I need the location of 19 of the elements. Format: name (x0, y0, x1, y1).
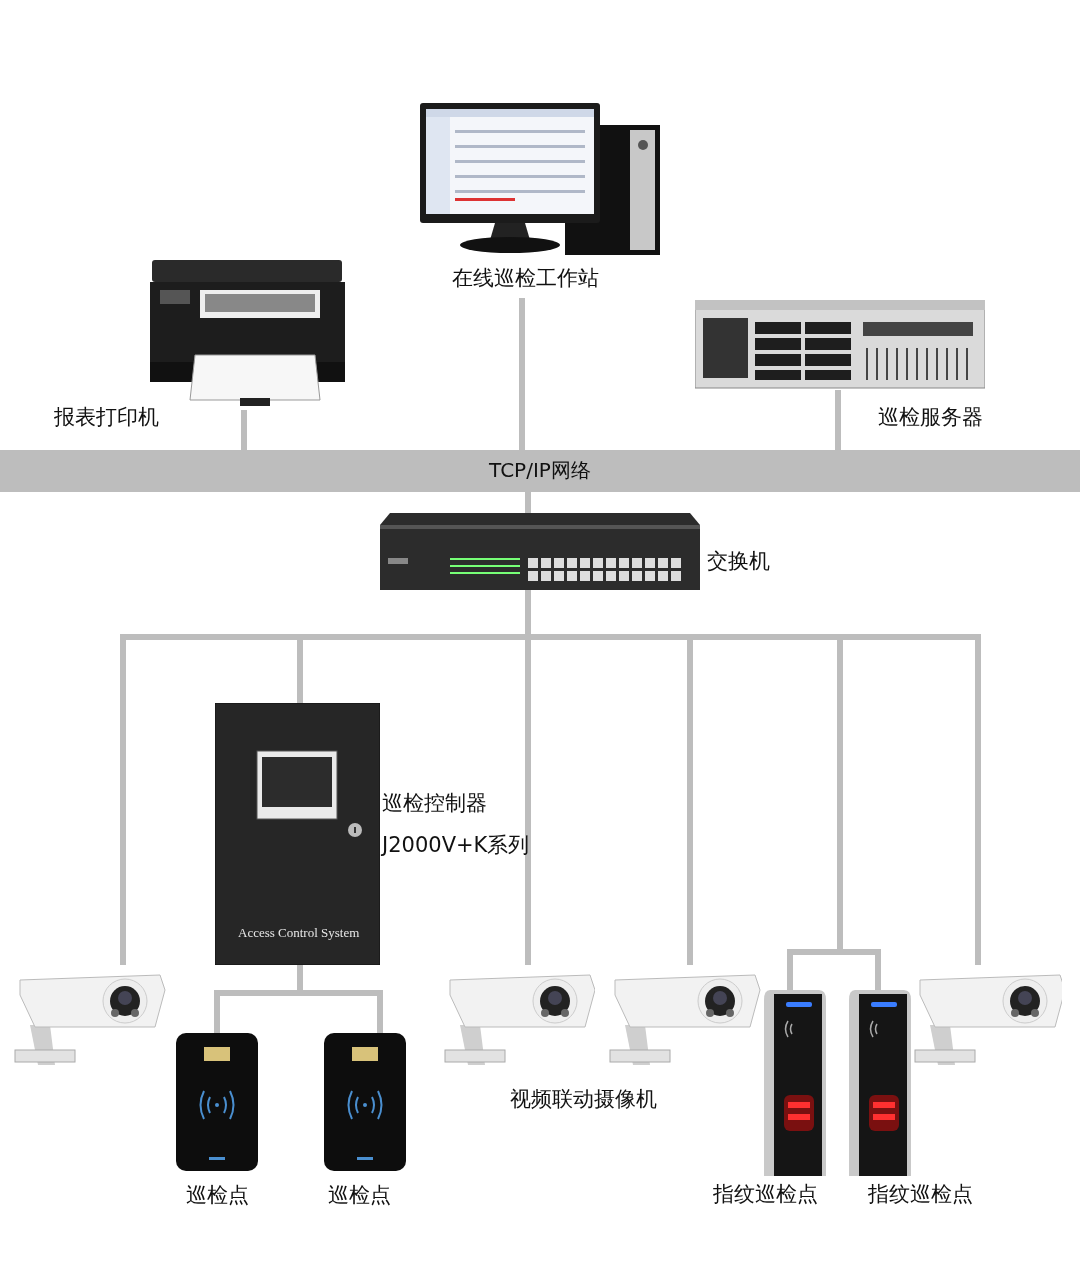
device-label: J2000V+K系列 (382, 833, 527, 859)
network-band (0, 450, 1080, 492)
device-print-text: Access Control System (238, 925, 360, 941)
connector-line (297, 965, 383, 1033)
device-label: 在线巡检工作站 (450, 266, 600, 292)
connector-line (525, 492, 531, 513)
device-label: 交换机 (707, 549, 771, 575)
connector-line (241, 410, 247, 450)
device-label: 报表打印机 (54, 405, 160, 431)
device-label: 视频联动摄像机 (510, 1086, 657, 1113)
device-label: 指纹巡检点 (866, 1182, 974, 1208)
device-label: 巡检服务器 (877, 405, 983, 431)
device-label: 巡检点 (184, 1183, 250, 1209)
device-label: 巡检点 (326, 1183, 392, 1209)
device-label: 指纹巡检点 (711, 1182, 819, 1208)
device-label: 巡检控制器 (382, 791, 488, 817)
connector-line (835, 390, 841, 450)
network-label: TCP/IP网络 (488, 458, 592, 482)
connector-line (519, 298, 525, 450)
